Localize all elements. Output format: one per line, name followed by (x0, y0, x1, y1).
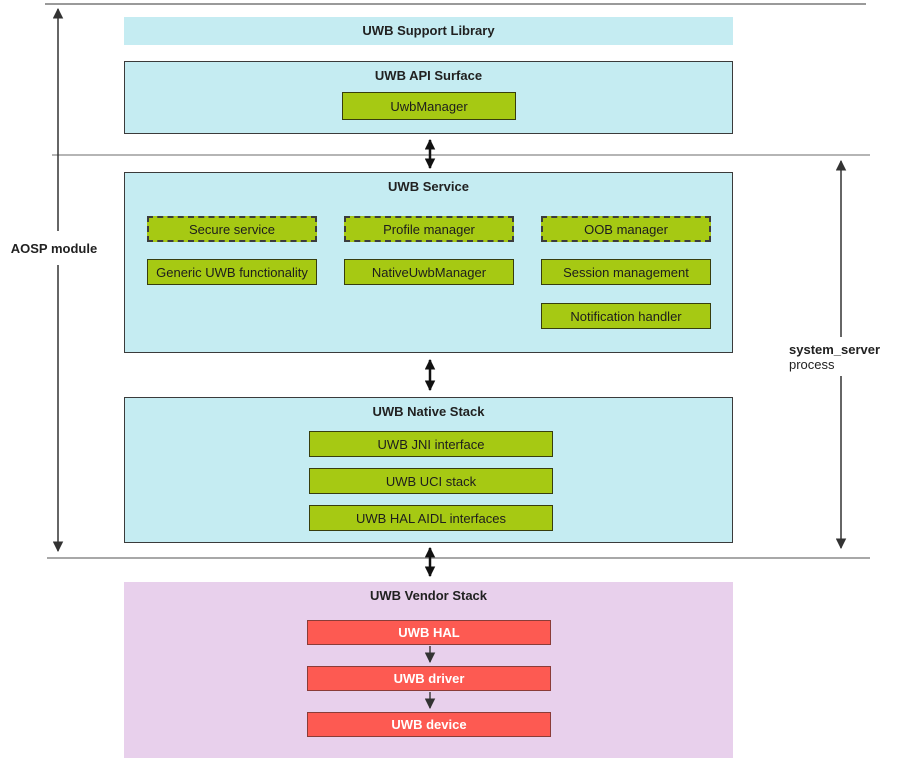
uwb-driver-box: UWB driver (307, 666, 551, 691)
notification-handler-box: Notification handler (541, 303, 711, 329)
system-server-label-line1: system_server (789, 342, 881, 357)
native-uwb-manager-box: NativeUwbManager (344, 259, 514, 285)
vendor-stack-title: UWB Vendor Stack (369, 588, 488, 603)
session-management-box: Session management (541, 259, 711, 285)
secure-service-box: Secure service (147, 216, 317, 242)
api-surface-title: UWB API Surface (374, 68, 483, 83)
generic-uwb-functionality-box: Generic UWB functionality (147, 259, 317, 285)
uwb-hal-aidl-interfaces-box: UWB HAL AIDL interfaces (309, 505, 553, 531)
aosp-module-label: AOSP module (10, 241, 98, 256)
uwb-device-box: UWB device (307, 712, 551, 737)
uwb-jni-interface-box: UWB JNI interface (309, 431, 553, 457)
oob-manager-box: OOB manager (541, 216, 711, 242)
service-panel: UWB Service Secure service Profile manag… (124, 172, 733, 353)
profile-manager-box: Profile manager (344, 216, 514, 242)
support-library-title: UWB Support Library (362, 23, 495, 38)
support-library-panel: UWB Support Library (124, 17, 733, 45)
uwb-hal-box: UWB HAL (307, 620, 551, 645)
api-surface-panel: UWB API Surface UwbManager (124, 61, 733, 134)
uwb-uci-stack-box: UWB UCI stack (309, 468, 553, 494)
native-stack-panel: UWB Native Stack UWB JNI interface UWB U… (124, 397, 733, 543)
system-server-process-label: system_server process (789, 342, 893, 372)
vendor-stack-panel: UWB Vendor Stack UWB HAL UWB driver UWB … (124, 582, 733, 758)
native-stack-title: UWB Native Stack (372, 404, 485, 419)
uwbmanager-box: UwbManager (342, 92, 516, 120)
service-title: UWB Service (388, 179, 469, 194)
system-server-label-line2: process (789, 357, 835, 372)
